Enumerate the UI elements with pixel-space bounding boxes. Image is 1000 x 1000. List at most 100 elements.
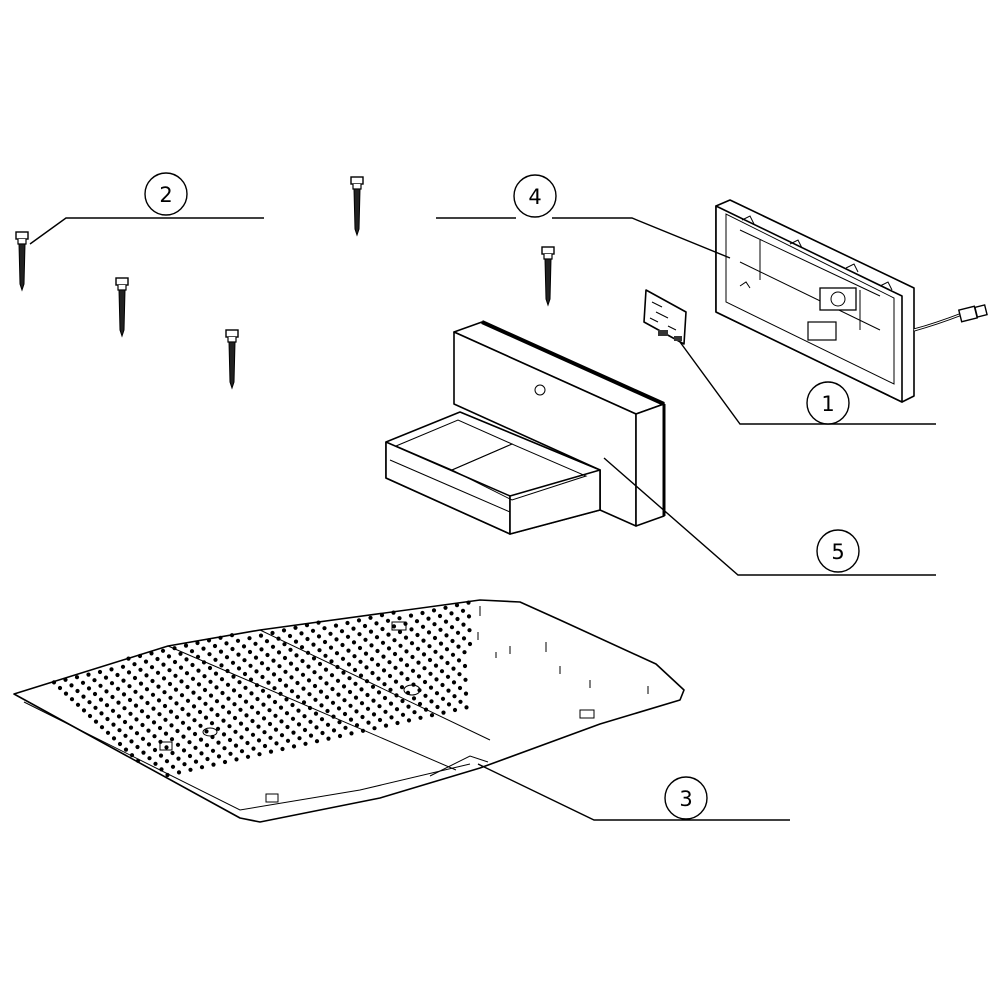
plate-hole xyxy=(261,702,266,707)
plate-hole xyxy=(232,715,238,721)
plate-hole xyxy=(258,633,264,638)
plate-hole xyxy=(417,701,423,707)
plate-hole xyxy=(221,732,227,737)
plate-hole xyxy=(431,608,437,613)
plate-hole xyxy=(410,654,415,660)
plate-hole xyxy=(120,664,126,669)
plate-hole xyxy=(168,709,174,714)
plate-hole xyxy=(86,686,92,691)
plate-hole xyxy=(69,683,74,688)
plate-hole xyxy=(231,674,236,679)
top-cover-icon xyxy=(385,320,666,535)
plate-hole xyxy=(421,638,426,643)
plate-hole xyxy=(80,680,86,685)
plate-hole xyxy=(149,651,154,656)
plate-hole xyxy=(304,623,310,628)
plate-hole xyxy=(196,668,201,673)
plate-hole xyxy=(172,659,178,665)
plate-hole xyxy=(276,636,281,641)
plate-hole xyxy=(178,651,183,656)
plate-hole xyxy=(383,723,389,728)
plate-hole xyxy=(57,685,63,691)
plate-hole xyxy=(151,720,157,725)
plate-hole xyxy=(249,705,255,710)
plate-hole xyxy=(199,751,204,756)
plate-hole xyxy=(144,673,149,678)
plate-hole xyxy=(214,685,219,690)
plate-hole xyxy=(219,663,224,668)
plate-hole xyxy=(446,702,452,707)
plate-hole xyxy=(329,673,335,678)
plate-hole xyxy=(191,704,197,709)
plate-hole xyxy=(340,642,345,648)
plate-hole xyxy=(192,731,198,737)
plate-hole xyxy=(391,624,397,629)
plate-hole xyxy=(363,651,369,656)
callout-label-3: 3 xyxy=(679,787,692,811)
plate-hole xyxy=(386,632,391,637)
plate-hole xyxy=(257,752,262,757)
plate-hole xyxy=(278,705,284,710)
plate-hole xyxy=(166,654,172,659)
plate-hole xyxy=(433,663,439,668)
plate-hole xyxy=(271,672,277,677)
plate-hole xyxy=(103,675,109,680)
plate-hole xyxy=(299,645,305,650)
plate-hole xyxy=(153,761,158,766)
plate-hole xyxy=(443,619,449,624)
plate-hole xyxy=(441,710,446,715)
plate-hole xyxy=(226,710,232,715)
plate-hole xyxy=(389,715,394,720)
plate-hole xyxy=(227,724,232,729)
plate-hole xyxy=(228,751,233,756)
plate-hole xyxy=(352,654,357,659)
plate-hole xyxy=(284,711,290,716)
plate-hole xyxy=(75,702,81,707)
plate-hole xyxy=(235,638,241,643)
plate-hole xyxy=(256,738,262,743)
plate-hole xyxy=(342,711,348,717)
plate-hole xyxy=(239,735,244,740)
plate-hole xyxy=(294,653,299,658)
plate-hole xyxy=(254,683,260,688)
plate-hole xyxy=(410,668,416,673)
plate-hole xyxy=(238,707,243,712)
plate-hole xyxy=(400,698,405,704)
plate-hole xyxy=(195,654,201,659)
plate-hole xyxy=(248,663,253,668)
plate-hole xyxy=(464,705,469,710)
plate-hole xyxy=(439,655,444,660)
plate-hole xyxy=(139,709,145,714)
plate-hole xyxy=(445,660,450,666)
plate-hole xyxy=(289,689,295,694)
plate-hole xyxy=(353,681,358,686)
plate-hole xyxy=(398,657,404,662)
plate-hole xyxy=(241,644,247,649)
plate-hole xyxy=(358,659,363,664)
plate-hole xyxy=(335,678,341,683)
plate-hole xyxy=(414,619,420,624)
plate-hole xyxy=(110,694,115,700)
plate-hole xyxy=(324,681,329,686)
plate-hole xyxy=(193,745,198,750)
plate-hole xyxy=(236,652,241,657)
plate-hole xyxy=(179,679,184,684)
plate-hole xyxy=(211,762,216,767)
plate-hole xyxy=(346,648,351,653)
plate-hole xyxy=(404,649,409,654)
plate-hole xyxy=(433,649,438,654)
plate-hole xyxy=(271,658,276,663)
plate-hole xyxy=(51,680,57,685)
leader-lines xyxy=(29,217,936,821)
plate-hole xyxy=(322,626,327,631)
plate-hole xyxy=(467,641,473,647)
plate-hole xyxy=(387,660,392,665)
plate-hole xyxy=(449,625,455,630)
plate-hole xyxy=(293,625,298,630)
plate-hole xyxy=(427,657,433,663)
plate-hole xyxy=(339,629,345,634)
plate-hole xyxy=(358,673,364,678)
plate-hole xyxy=(415,632,420,638)
plate-hole xyxy=(467,628,472,633)
plate-hole xyxy=(169,737,175,742)
